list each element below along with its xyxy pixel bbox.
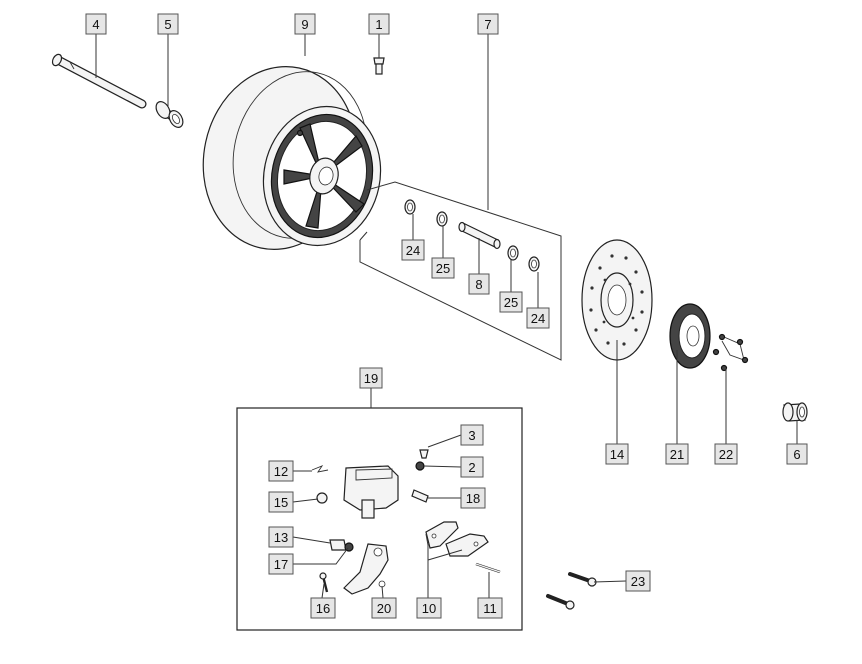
collar-icon <box>155 101 184 128</box>
callout-number: 16 <box>316 601 330 616</box>
callout-number: 2 <box>468 460 475 475</box>
callout-22: 22 <box>714 443 738 465</box>
callout-4: 4 <box>85 13 107 35</box>
collar-icon <box>782 402 808 422</box>
caliper-icon <box>311 449 429 519</box>
callout-6: 6 <box>786 443 808 465</box>
callout-8: 8 <box>468 273 490 295</box>
callout-24: 24 <box>401 239 425 261</box>
callout-number: 15 <box>274 495 288 510</box>
bolt-icon <box>546 572 597 610</box>
callout-number: 8 <box>475 277 482 292</box>
callout-number: 14 <box>610 447 624 462</box>
callout-number: 3 <box>468 428 475 443</box>
callout-number: 24 <box>531 311 545 326</box>
callout-number: 13 <box>274 530 288 545</box>
callout-number: 5 <box>164 17 171 32</box>
callout-number: 10 <box>422 601 436 616</box>
callout-number: 17 <box>274 557 288 572</box>
callout-18: 18 <box>460 487 486 509</box>
brake-disc-icon <box>581 239 653 361</box>
callout-2: 2 <box>460 456 484 478</box>
axle-icon <box>51 53 147 109</box>
caliper-assembly-box <box>236 407 523 631</box>
callout-14: 14 <box>605 443 629 465</box>
screw-icon <box>373 57 385 75</box>
callout-number: 1 <box>375 17 382 32</box>
callout-19: 19 <box>359 367 383 389</box>
callout-number: 22 <box>719 447 733 462</box>
bolt-icon <box>712 333 749 372</box>
callout-16: 16 <box>310 597 336 619</box>
callout-number: 9 <box>301 17 308 32</box>
hub-kit-outline <box>359 181 562 361</box>
callout-number: 11 <box>483 601 497 616</box>
callout-5: 5 <box>157 13 179 35</box>
callout-13: 13 <box>268 526 294 548</box>
callout-number: 4 <box>92 17 99 32</box>
callout-number: 18 <box>466 491 480 506</box>
callout-number: 12 <box>274 464 288 479</box>
callout-number: 7 <box>484 17 491 32</box>
callout-9: 9 <box>294 13 316 35</box>
callout-24: 24 <box>526 307 550 329</box>
callout-10: 10 <box>416 597 442 619</box>
callout-17: 17 <box>268 553 294 575</box>
callout-number: 24 <box>406 243 420 258</box>
callout-3: 3 <box>460 424 484 446</box>
callout-21: 21 <box>665 443 689 465</box>
callout-20: 20 <box>371 597 397 619</box>
callout-number: 20 <box>377 601 391 616</box>
brake-pad-icon <box>425 521 489 557</box>
callout-number: 23 <box>631 574 645 589</box>
callout-12: 12 <box>268 460 294 482</box>
pin-icon <box>475 562 501 574</box>
callout-1: 1 <box>368 13 390 35</box>
callout-number: 25 <box>436 261 450 276</box>
callout-number: 21 <box>670 447 684 462</box>
callout-number: 6 <box>793 447 800 462</box>
bearing-icon <box>404 199 540 272</box>
callout-number: 25 <box>504 295 518 310</box>
caliper-bracket-icon <box>319 539 389 595</box>
wheel-icon <box>202 66 382 250</box>
callout-number: 19 <box>364 371 378 386</box>
callout-25: 25 <box>431 257 455 279</box>
callout-23: 23 <box>625 570 651 592</box>
callout-11: 11 <box>477 597 503 619</box>
leader-lines <box>95 34 798 599</box>
callout-7: 7 <box>477 13 499 35</box>
callout-15: 15 <box>268 491 294 513</box>
spacer-icon <box>458 221 501 250</box>
callout-25: 25 <box>499 291 523 313</box>
sprocket-icon <box>669 303 711 369</box>
